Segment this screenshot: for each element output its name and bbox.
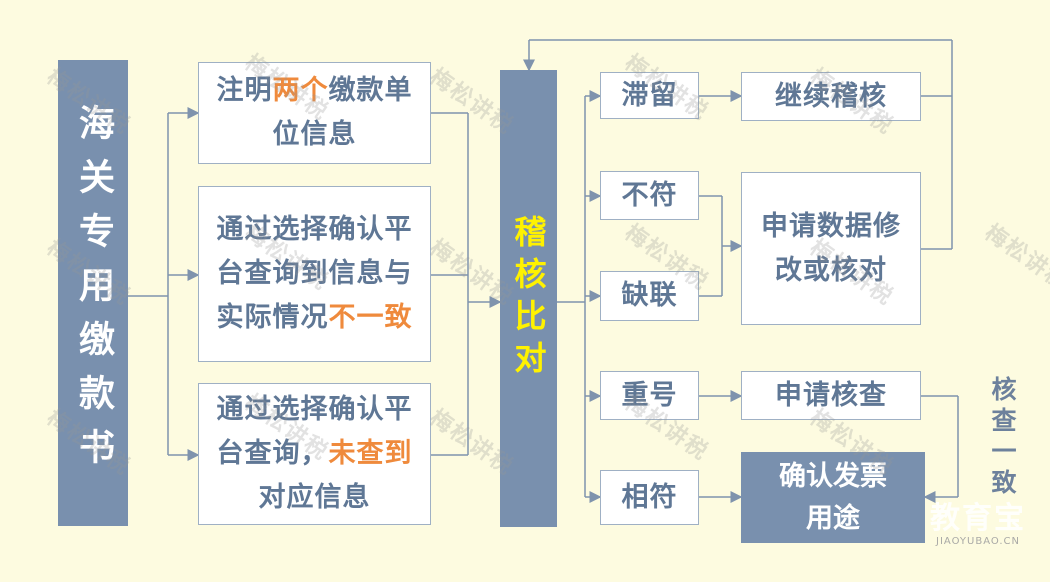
action-apply-fix-label: 申请数据修改或核对: [761, 210, 901, 286]
jiaoyubao-logo: 教育宝 JIAOYUBAO.CN: [922, 501, 1034, 548]
logo-text: 教育宝: [930, 501, 1026, 536]
result-zhiliu: 滞留: [600, 72, 699, 119]
input-text-2: 通过选择确认平台查询到信息与实际情况不一致: [213, 208, 416, 340]
action-apply-fix: 申请数据修改或核对: [741, 172, 921, 325]
input-1-part-3: 缴款单位信息: [272, 75, 413, 150]
customs-payment-book-label: 海关专用缴款书: [73, 104, 114, 482]
result-xiangfu-label: 相符: [621, 481, 678, 513]
action-apply-check: 申请核查: [741, 371, 921, 420]
input-3-highlight: 未查到: [328, 438, 413, 469]
input-box-two-units: 注明两个缴款单位信息: [198, 62, 431, 164]
input-1-part-1: 注明: [216, 75, 273, 106]
input-2-part-1: 通过选择确认平台查询到信息与实际情况: [216, 214, 413, 333]
result-zhiliu-label: 滞留: [621, 79, 678, 111]
input-1-highlight: 两个: [272, 75, 329, 106]
result-bufu-label: 不符: [621, 179, 678, 211]
action-continue-label: 继续稽核: [775, 80, 887, 112]
verify-consistent-label: 核查一致: [988, 376, 1017, 500]
input-box-mismatch: 通过选择确认平台查询到信息与实际情况不一致: [198, 186, 431, 362]
result-chonghao: 重号: [600, 371, 699, 420]
input-text-1: 注明两个缴款单位信息: [205, 69, 424, 157]
result-xiangfu: 相符: [600, 470, 699, 525]
audit-compare-label: 稽核比对: [509, 214, 548, 383]
input-3-part-3: 对应信息: [258, 482, 371, 513]
audit-compare-box: 稽核比对: [500, 70, 557, 527]
logo-subtext: JIAOYUBAO.CN: [936, 536, 1020, 547]
input-text-3: 通过选择确认平台查询，未查到对应信息: [213, 388, 416, 520]
customs-payment-book-box: 海关专用缴款书: [58, 60, 128, 526]
result-chonghao-label: 重号: [621, 379, 678, 411]
result-quelian-label: 缺联: [621, 280, 678, 311]
action-confirm-label: 确认发票用途: [779, 460, 887, 534]
input-box-not-found: 通过选择确认平台查询，未查到对应信息: [198, 383, 431, 525]
action-confirm-usage: 确认发票用途: [741, 452, 925, 543]
result-bufu: 不符: [600, 171, 699, 220]
input-3-part-1: 通过选择确认平台查询，: [216, 394, 413, 469]
input-2-highlight: 不一致: [328, 302, 413, 333]
action-apply-check-label: 申请核查: [775, 379, 887, 411]
